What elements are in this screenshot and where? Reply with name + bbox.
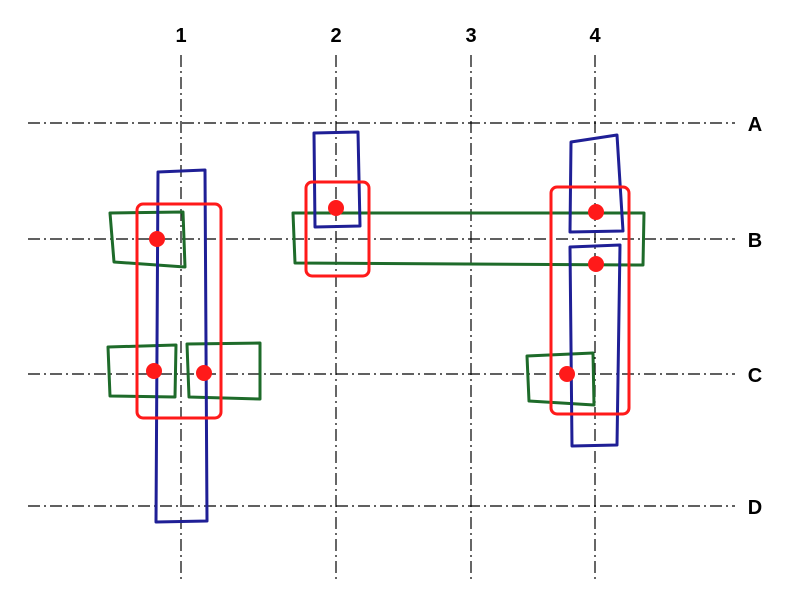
red-group-column-4 bbox=[549, 185, 631, 416]
row-label-a: A bbox=[748, 114, 762, 136]
column-label-2: 2 bbox=[330, 25, 341, 47]
row-label-d: D bbox=[748, 497, 762, 519]
row-label-c: C bbox=[748, 365, 762, 387]
red-group-column-1 bbox=[135, 202, 223, 420]
blue-member-column-2 bbox=[312, 130, 362, 229]
column-label-3: 3 bbox=[465, 25, 476, 47]
red-dot-c1-left bbox=[146, 363, 162, 379]
row-label-b: B bbox=[748, 230, 762, 252]
column-label-4: 4 bbox=[589, 25, 601, 47]
green-member-c1-left bbox=[106, 343, 178, 399]
green-member-c4 bbox=[525, 351, 596, 407]
red-dot-b4-upper bbox=[588, 204, 604, 220]
red-dot-c1-right bbox=[196, 365, 212, 381]
red-dot-c4 bbox=[559, 366, 575, 382]
green-member-b-span bbox=[291, 211, 646, 267]
blue-member-column-4-upper bbox=[568, 133, 625, 234]
blue-member-column-1 bbox=[154, 168, 209, 524]
red-dot-b2 bbox=[328, 200, 344, 216]
column-label-1: 1 bbox=[175, 25, 186, 47]
green-member-c1-right bbox=[185, 341, 262, 401]
red-dot-b4-lower bbox=[588, 256, 604, 272]
red-group-column-2 bbox=[304, 180, 371, 278]
red-dot-b1 bbox=[149, 231, 165, 247]
